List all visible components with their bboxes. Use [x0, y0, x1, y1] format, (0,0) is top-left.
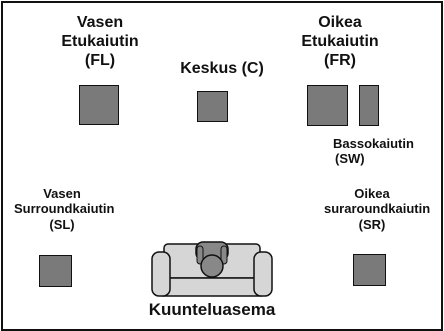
sr-label: Oikea suraroundkaiutin (SR) [324, 186, 431, 232]
subwoofer-speaker [359, 85, 379, 126]
center-speaker [197, 91, 228, 122]
sl-label: Vasen Surroundkaiutin (SL) [14, 186, 115, 232]
front-left-speaker [79, 85, 119, 125]
surround-right-speaker [353, 254, 386, 286]
surround-left-speaker [39, 255, 72, 287]
sw-label: Bassokaiutin (SW) [333, 136, 414, 167]
front-right-speaker [307, 85, 348, 126]
center-label: Keskus (C) [180, 60, 264, 77]
fr-label: Oikea Etukaiutin (FR) [301, 14, 379, 69]
sofa-with-listener-icon [151, 241, 273, 297]
listening-position-label: Kuunteluasema [148, 300, 276, 319]
fl-label: Vasen Etukaiutin (FL) [61, 14, 139, 69]
